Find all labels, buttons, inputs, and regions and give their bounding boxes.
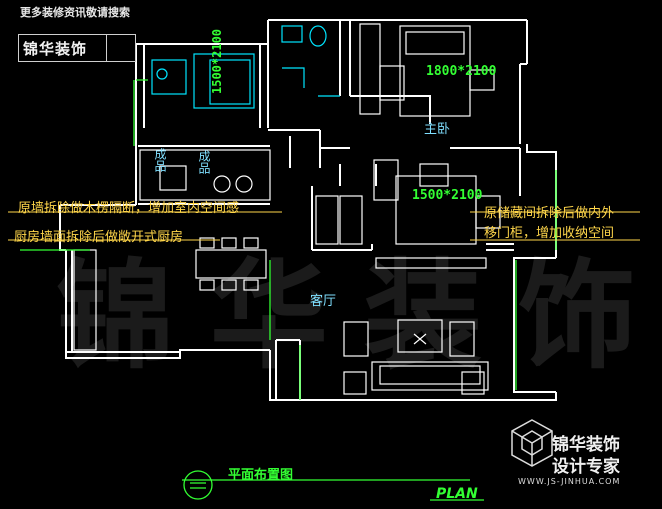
living-room-furniture <box>343 257 489 395</box>
search-icon[interactable] <box>106 35 135 61</box>
plan-label: PLAN <box>436 486 478 502</box>
second-bedroom-furniture <box>315 159 501 245</box>
brand-name: 锦华装饰 <box>23 40 88 58</box>
watermark-text: 锦华装饰 <box>56 246 662 385</box>
second-bed-dimension: 1500*2100 <box>412 188 483 203</box>
study-dimension: 1500*2100 <box>210 28 224 94</box>
yellow-leader-lines <box>8 211 640 241</box>
label-finished-product-b: 成品 <box>197 150 211 174</box>
room-label-living-room: 客厅 <box>310 294 337 309</box>
note-storage-line1: 原储藏间拆除后做内外 <box>484 206 615 221</box>
room-label-master-bedroom: 主卧 <box>424 122 451 137</box>
master-bedroom-furniture <box>359 23 495 117</box>
bathroom-fixtures <box>281 25 340 97</box>
brand-search-box[interactable]: 锦华装饰 <box>18 34 136 62</box>
dining-set <box>195 237 267 291</box>
note-wall-removal: 原墙拆除做木楞隔断，增加室内空间感 <box>18 201 240 216</box>
note-kitchen-open: 厨房墙面拆除后做敞开式厨房 <box>14 230 184 245</box>
logo-mark <box>511 419 553 467</box>
logo-url: WWW.JS-JINHUA.COM <box>518 477 621 486</box>
logo-line2: 设计专家 <box>552 457 620 477</box>
note-storage-line2: 移门柜，增加收纳空间 <box>484 226 615 241</box>
top-caption: 更多装修资讯敬请搜索 <box>20 6 130 19</box>
green-markings <box>20 79 557 501</box>
label-finished-product-a: 成品 <box>153 148 167 172</box>
logo-line1: 锦华装饰 <box>552 435 620 455</box>
outer-walls <box>59 19 557 401</box>
study-room <box>151 53 255 109</box>
master-bed-dimension: 1800*2100 <box>426 64 497 79</box>
drawing-title: 平面布置图 <box>228 468 294 483</box>
